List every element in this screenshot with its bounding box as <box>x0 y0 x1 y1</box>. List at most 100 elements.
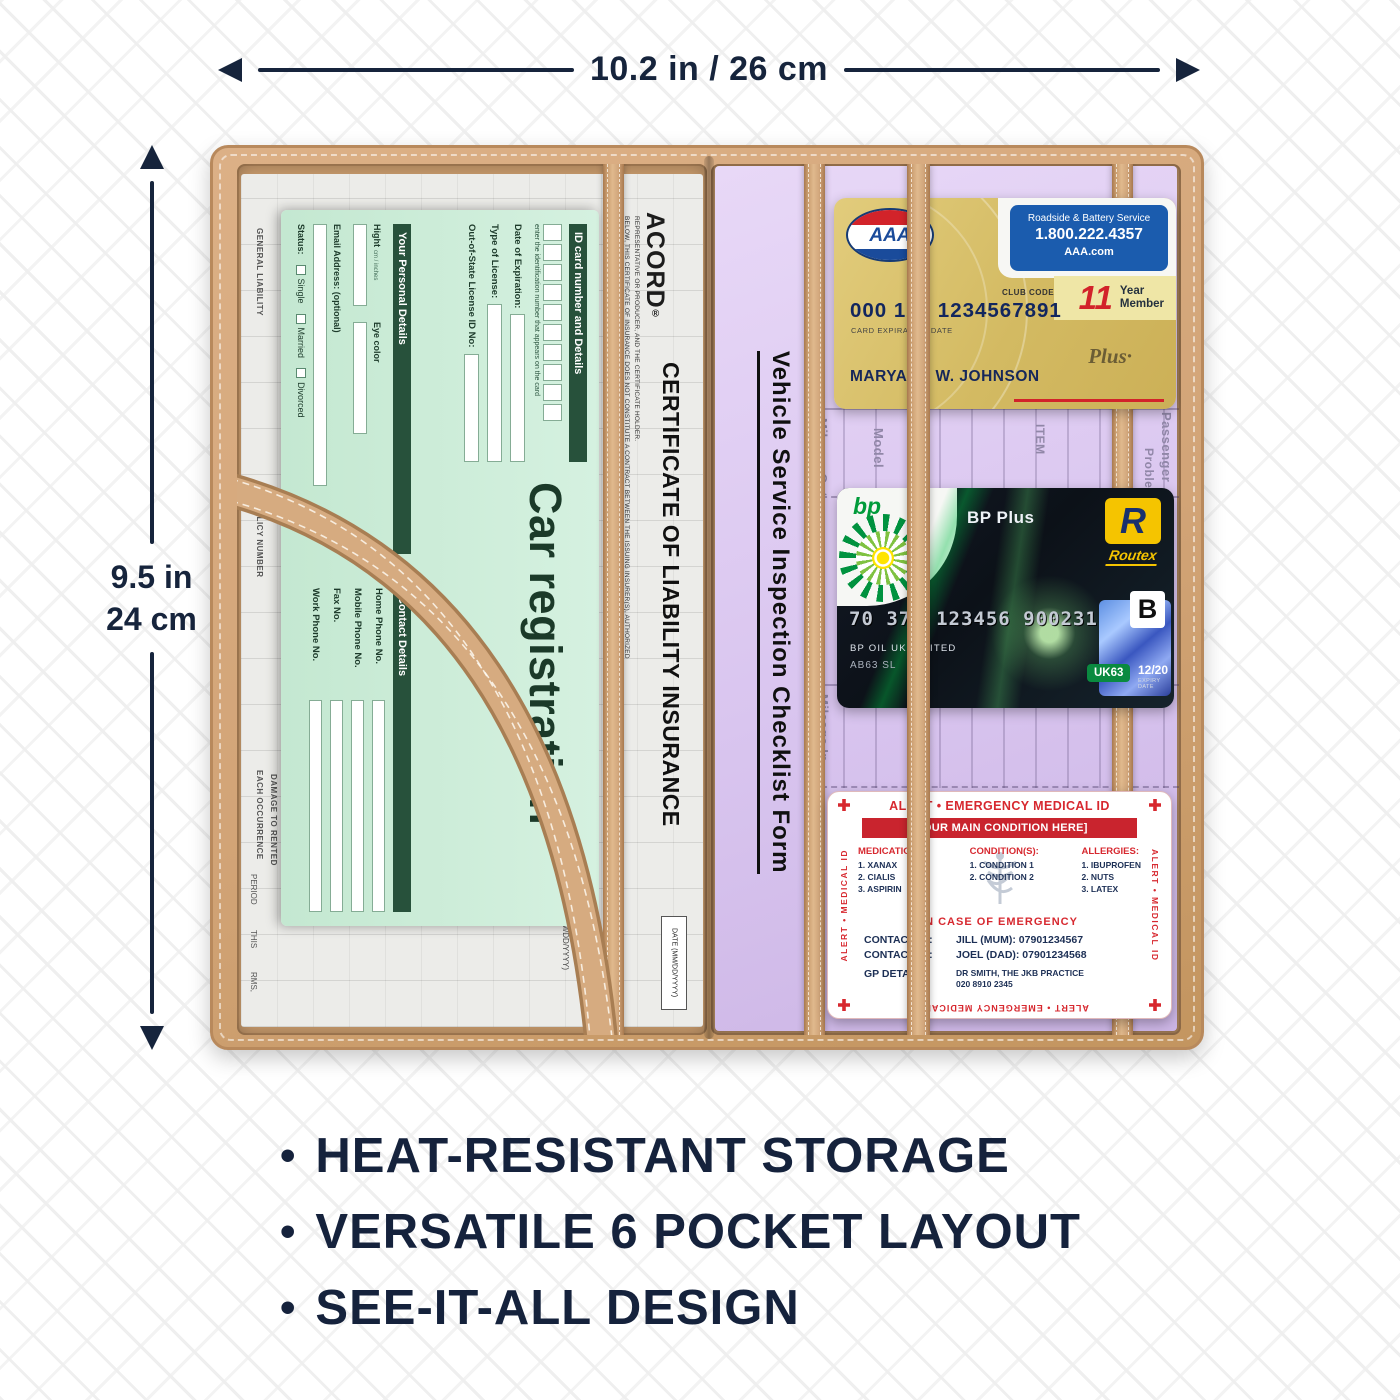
card-code: AB63 SL <box>850 660 897 671</box>
aaa-logo-text: AAA <box>869 225 911 246</box>
contact-details-section: Contact Details Home Phone No. Mobile Ph… <box>296 588 411 912</box>
form-side-label: POLICY NUMBER <box>255 504 264 578</box>
gp-value: DR SMITH, THE JKB PRACTICE 020 8910 2345 <box>956 968 1084 990</box>
feature-text: SEE-IT-ALL DESIGN <box>315 1281 800 1335</box>
height-dimension: 9.5 in 24 cm <box>94 145 209 1050</box>
checkbox <box>296 368 306 379</box>
acord-logo-text: ACORD <box>641 212 669 309</box>
medical-left-edge: ALERT • MEDICAL ID <box>834 797 854 1013</box>
arrowhead-down-icon <box>139 1026 164 1050</box>
personal-section-header: Your Personal Details <box>393 224 411 554</box>
disclaimer-line: REPRESENTATIVE OR PRODUCER, AND THE CERT… <box>633 216 640 442</box>
allergy-item: 2. NUTS <box>1081 872 1115 882</box>
field-label: Mobile Phone No. <box>352 588 363 668</box>
member-name: MARYANN W. JOHNSON <box>850 368 1040 385</box>
arrowhead-right-icon <box>1176 57 1200 82</box>
form-field: Type of License: <box>487 224 502 462</box>
medication-item: 3. ASPIRIN <box>858 884 902 894</box>
width-dimension-label: 10.2 in / 26 cm <box>589 50 829 88</box>
field-label: Status: <box>296 224 306 255</box>
status-field: Status: Single Married Divorced <box>296 224 306 554</box>
feature-text: HEAT-RESISTANT STORAGE <box>315 1129 1010 1183</box>
checklist-label: Passenger <box>1159 412 1174 483</box>
form-field: Work Phone No. <box>309 588 322 912</box>
field-box <box>353 224 367 306</box>
car-registration-card-face: ID card number and Details enter the ide… <box>281 210 599 926</box>
service-url: AAA.com <box>1064 246 1114 258</box>
registration-title: Car registration <box>520 482 571 826</box>
dimension-line <box>258 67 574 72</box>
elastic-strap <box>907 164 930 1035</box>
status-option: Married <box>296 313 306 358</box>
bp-fuel-card: bp BP Plus R Routex B 70 376 123456 9002… <box>837 488 1174 708</box>
field-label: Email Address: (optional) <box>332 224 342 333</box>
service-text: Roadside & Battery Service <box>1027 213 1151 224</box>
field-box <box>330 700 343 912</box>
form-field: Home Phone No. <box>372 588 385 912</box>
bp-product-name: BP Plus <box>967 508 1035 527</box>
eye-color-field: Eye color <box>353 322 387 434</box>
disclaimer-line: BELOW, THIS CERTIFICATE OF INSURANCE DOE… <box>623 216 630 659</box>
medical-cross-icon <box>1149 799 1161 811</box>
feature-list: • HEAT-RESISTANT STORAGE • VERSATILE 6 P… <box>280 1118 1081 1346</box>
country-code-badge: UK63 <box>1087 664 1131 682</box>
bullet-icon: • <box>280 1131 296 1180</box>
expiry-block: 12/20 EXPIRY DATE <box>1138 663 1174 690</box>
dimension-line <box>149 181 154 544</box>
fuel-card-number: 70 376 123456 900231 <box>849 608 1098 630</box>
condition-item: 2. CONDITION 2 <box>969 872 1034 882</box>
contact-value: JILL (MUM): 07901234567 <box>956 934 1084 946</box>
field-box <box>309 700 322 912</box>
field-box <box>351 700 364 912</box>
form-corner-label: PERIOD <box>249 874 258 905</box>
acord-title: CERTIFICATE OF LIABILITY INSURANCE <box>658 362 684 827</box>
service-phone: 1.800.222.4357 <box>1035 226 1143 243</box>
caduceus-icon <box>982 852 1017 904</box>
field-label: Fax No. <box>331 588 342 623</box>
organizer-spine <box>704 156 714 1039</box>
contact-value: JOEL (DAD): 07901234568 <box>956 949 1087 961</box>
medical-cross-icon <box>838 799 850 811</box>
medical-side-text: ALERT • MEDICAL ID <box>1150 848 1160 962</box>
status-option: Divorced <box>296 368 306 418</box>
medical-bottom-text: ALERT • EMERGENCY MEDICAL ID <box>910 1003 1089 1013</box>
medical-card-title: ALERT • EMERGENCY MEDICAL ID <box>889 799 1110 813</box>
feature-text: VERSATILE 6 POCKET LAYOUT <box>315 1205 1081 1259</box>
allergy-item: 3. LATEX <box>1081 884 1119 894</box>
bp-logo-text: bp <box>853 493 882 519</box>
card-expiration-label: CARD EXPIRATION DATE <box>851 326 953 335</box>
member-label-line: Year <box>1119 285 1145 297</box>
width-dimension: 10.2 in / 26 cm <box>218 50 1200 89</box>
member-label-line: Member <box>1119 298 1164 310</box>
id-section-header: ID card number and Details <box>569 224 587 462</box>
medications-header: MEDICATIONS: <box>858 846 927 857</box>
form-field: Mobile Phone No. <box>351 588 364 912</box>
checkbox-label: Single <box>296 278 306 304</box>
expiry-value: 12/20 <box>1138 663 1169 677</box>
card-accent-line <box>1014 399 1164 402</box>
bullet-icon: • <box>280 1283 296 1332</box>
conditions-header: CONDITION(S): <box>969 846 1039 857</box>
routex-r-icon: R <box>1105 498 1161 544</box>
field-label: Home Phone No. <box>373 588 384 665</box>
emergency-medical-id-card: ALERT • MEDICAL ID ALERT • MEDICAL ID AL… <box>827 791 1172 1019</box>
feature-item: • VERSATILE 6 POCKET LAYOUT <box>280 1194 1081 1270</box>
gp-practice: DR SMITH, THE JKB PRACTICE <box>956 968 1084 978</box>
aaa-logo-blue-stripe <box>848 249 932 260</box>
field-box <box>464 353 479 462</box>
car-registration-card: ID card number and Details enter the ide… <box>281 210 599 926</box>
allergy-item: 1. IBUPROFEN <box>1081 860 1141 870</box>
feature-item: • SEE-IT-ALL DESIGN <box>280 1270 1081 1346</box>
field-box <box>510 314 525 462</box>
acord-date-label: DATE (MM/DD/YYYY) <box>670 928 678 998</box>
elastic-strap <box>603 164 624 1035</box>
acord-disclaimer: BELOW, THIS CERTIFICATE OF INSURANCE DOE… <box>621 216 640 659</box>
arrowhead-up-icon <box>139 145 164 169</box>
condition-item: 1. CONDITION 1 <box>969 860 1034 870</box>
id-number-boxes <box>543 224 562 462</box>
checkbox <box>296 264 306 275</box>
gp-row: GP DETAILS: DR SMITH, THE JKB PRACTICE 0… <box>864 968 1135 990</box>
form-field: Out-of-State License ID No: <box>464 224 479 462</box>
form-side-label: DAMAGE TO RENTED <box>269 774 278 866</box>
allergies-list: ALLERGIES: 1. IBUPROFEN 2. NUTS 3. LATEX <box>1081 846 1141 895</box>
